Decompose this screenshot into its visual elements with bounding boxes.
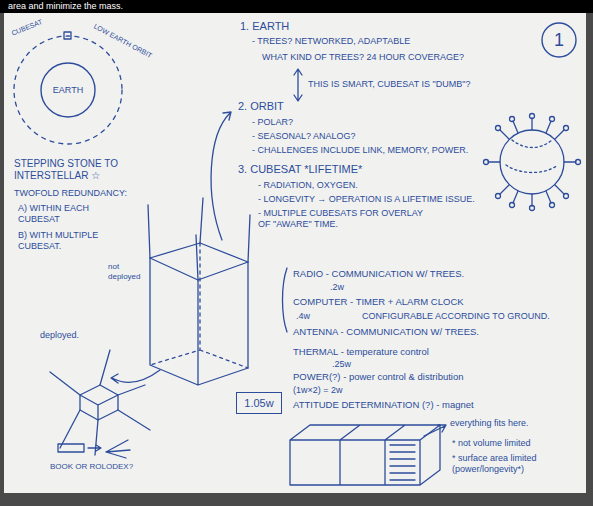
handwritten-note: .25w [332, 359, 351, 370]
circle-shape [542, 23, 576, 57]
handwritten-note: 1. EARTH [240, 20, 289, 33]
power-box: 1.05w [236, 392, 282, 414]
handwritten-note: .4w [296, 311, 310, 322]
deployed-antennas [50, 350, 150, 455]
page-number-circle: 1 [541, 22, 577, 58]
handwritten-note: - SEASONAL? ANALOG? [252, 131, 356, 142]
handwritten-note: 3. CUBESAT *LIFETIME* [238, 163, 362, 176]
whiteboard [4, 13, 586, 493]
fanned-panels [106, 440, 130, 458]
sphere-satellite [500, 130, 564, 194]
handwritten-note: * surface area limited (power/longevity*… [452, 453, 580, 475]
double-arrow [294, 69, 302, 101]
curved-arrow [211, 112, 231, 240]
pointer-arrow [424, 425, 446, 436]
handwritten-note: THIS IS SMART, CUBESAT IS "DUMB"? [308, 79, 470, 90]
handwritten-note: WHAT KIND OF TREES? 24 HOUR COVERAGE? [262, 52, 464, 63]
volume-box [290, 425, 440, 485]
earth-circle: EARTH [40, 62, 96, 118]
handwritten-note: - RADIATION, OXYGEN. [258, 180, 358, 191]
handwritten-note: area and minimize the mass. [8, 1, 123, 12]
cube-sides [150, 258, 248, 385]
handwritten-note: B) WITH MULTIPLE CUBESAT. [18, 230, 138, 252]
handwritten-note: A) WITHIN EACH CUBESAT [18, 203, 113, 225]
handwritten-note: everything fits here. [450, 418, 529, 429]
handwritten-note: THERMAL - temperature control [293, 346, 429, 357]
handwritten-note: .2w [330, 282, 344, 293]
folded-panel [58, 444, 84, 452]
handwritten-note: deployed. [40, 330, 79, 341]
handwritten-note: 2. ORBIT [238, 100, 284, 113]
deployed-cube [80, 385, 118, 420]
orbit-path [14, 36, 122, 144]
antenna-lines [148, 198, 250, 280]
handwritten-note: LOW EARTH ORBIT [92, 22, 153, 60]
cube-hidden-edges [150, 243, 248, 368]
handwritten-note: BOOK OR ROLODEX? [50, 462, 133, 472]
cubesat-icon [64, 32, 71, 39]
bracket [283, 268, 288, 332]
sphere-markings [506, 140, 558, 173]
handwritten-note: STEPPING STONE TO INTERSTELLAR ☆ [14, 158, 144, 182]
node-text: 1 [554, 30, 564, 51]
handwritten-note: - MULTIPLE CUBESATS FOR OVERLAY OF "AWAR… [258, 208, 423, 230]
node-text: EARTH [53, 85, 83, 95]
handwritten-note: not deployed [108, 262, 148, 281]
deploy-arrow [111, 370, 160, 383]
handwritten-note: - TREES? NETWORKED, ADAPTABLE [252, 36, 410, 47]
handwritten-note: * not volume limited [452, 438, 531, 449]
handwritten-note: RADIO - COMMUNICATION W/ TREES. [293, 268, 464, 279]
top-strip [0, 0, 593, 13]
handwritten-note: POWER(?) - power control & distribution [293, 371, 464, 382]
shaded-section [390, 445, 415, 480]
handwritten-note: - CHALLENGES INCLUDE LINK, MEMORY, POWER… [252, 145, 468, 156]
handwritten-note: COMPUTER - TIMER + ALARM CLOCK [293, 296, 464, 307]
handwritten-note: TWOFOLD REDUNDANCY: [14, 188, 127, 199]
node-text: 1.05w [244, 397, 273, 409]
handwritten-note: ANTENNA - COMMUNICATION W/ TREES. [293, 326, 479, 337]
handwritten-note: - LONGEVITY → OPERATION IS A LIFETIME IS… [258, 194, 475, 205]
cube-top [150, 243, 248, 280]
small-arrow [88, 445, 101, 451]
handwritten-note: CUBESAT [10, 18, 43, 38]
handwritten-note: ATTITUDE DETERMINATION (?) - magnet [293, 399, 474, 410]
handwritten-note: CONFIGURABLE ACCORDING TO GROUND. [362, 311, 550, 322]
handwritten-note: (1w×2) = 2w [293, 385, 343, 396]
circle-shape [41, 63, 95, 117]
sphere-antennas [484, 114, 581, 211]
handwritten-note: - POLAR? [252, 117, 293, 128]
